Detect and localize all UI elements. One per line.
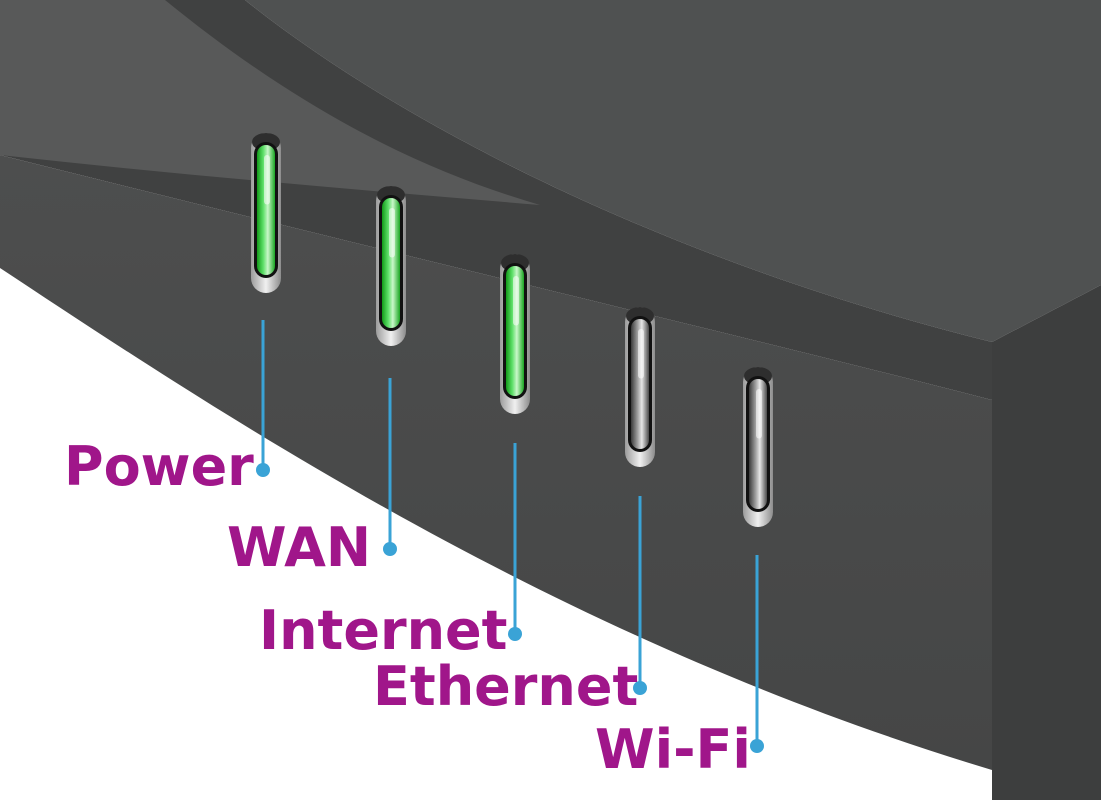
led-lens bbox=[631, 319, 649, 449]
led-lens bbox=[382, 198, 400, 328]
leader-dot-wan bbox=[383, 542, 397, 556]
led-wi-fi bbox=[743, 367, 773, 527]
leader-dot-power bbox=[256, 463, 270, 477]
label-ethernet: Ethernet bbox=[373, 655, 639, 718]
led-highlight bbox=[638, 329, 644, 379]
router-top-surface bbox=[0, 0, 1101, 342]
led-highlight bbox=[513, 276, 519, 326]
led-lens bbox=[506, 266, 524, 396]
leader-dot-internet bbox=[508, 627, 522, 641]
led-power bbox=[251, 133, 281, 293]
label-wan: WAN bbox=[227, 516, 372, 579]
led-highlight bbox=[264, 155, 270, 205]
led-ethernet bbox=[625, 307, 655, 467]
router-sheen bbox=[0, 0, 540, 205]
label-internet: Internet bbox=[259, 599, 508, 662]
leader-dot-ethernet bbox=[633, 681, 647, 695]
leader-lines bbox=[256, 320, 764, 753]
router-front-panel bbox=[0, 155, 992, 770]
led-internet bbox=[500, 254, 530, 414]
led-highlight bbox=[756, 389, 762, 439]
led-lens bbox=[257, 145, 275, 275]
router-side-face bbox=[992, 285, 1101, 800]
led-wan bbox=[376, 186, 406, 346]
label-wi-fi: Wi-Fi bbox=[595, 718, 751, 781]
leader-dot-wi-fi bbox=[750, 739, 764, 753]
led-group bbox=[251, 133, 773, 527]
led-lens bbox=[749, 379, 767, 509]
led-highlight bbox=[389, 208, 395, 258]
label-power: Power bbox=[64, 435, 254, 498]
